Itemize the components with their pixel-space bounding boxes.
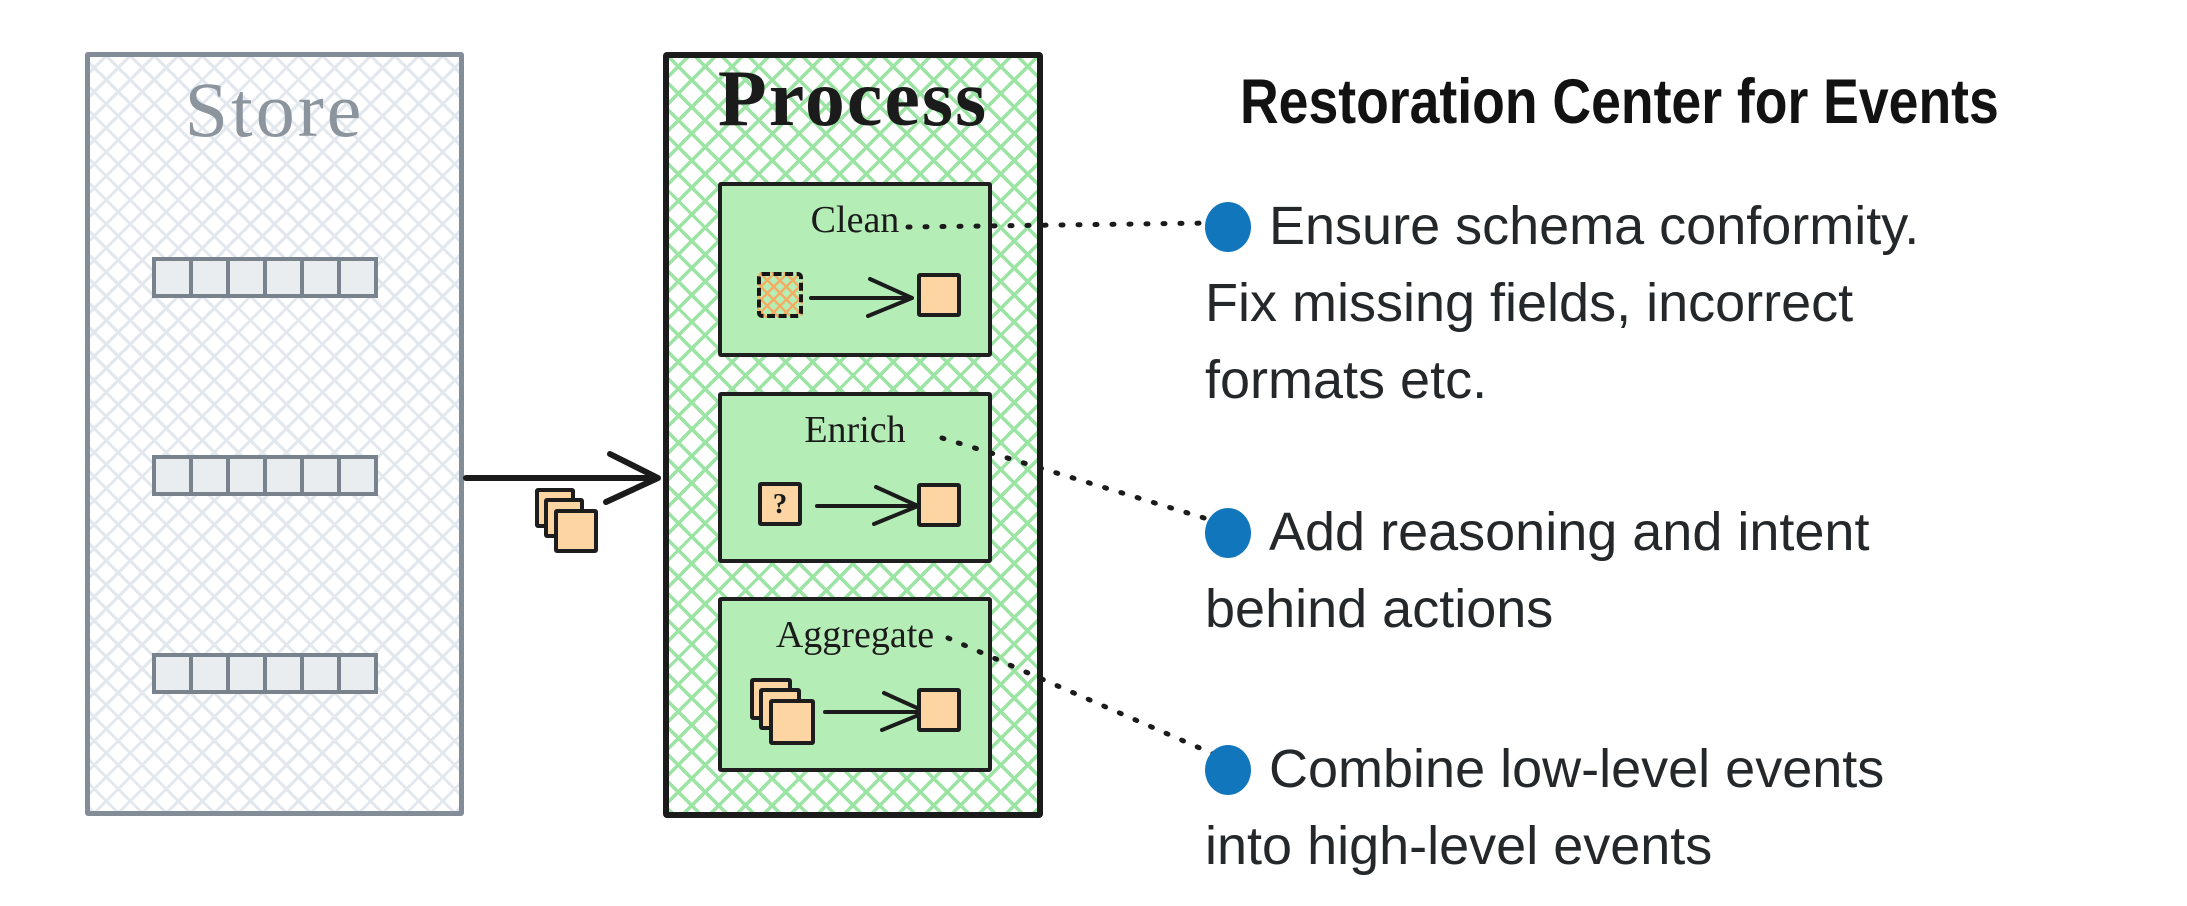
dirty-event-square-icon xyxy=(757,272,803,318)
bullet-list: Ensure schema conformity. Fix missing fie… xyxy=(1205,0,2185,906)
arrow-right-icon xyxy=(809,277,914,318)
store-cell xyxy=(300,653,341,694)
bullet-line: Combine low-level events xyxy=(1205,731,1884,808)
panel-title: Restoration Center for Events xyxy=(1240,67,1999,137)
store-shelf-row xyxy=(152,455,378,496)
store-cell xyxy=(189,653,230,694)
store-cell xyxy=(337,455,378,496)
bullet-dot-icon xyxy=(1205,202,1251,252)
store-cell xyxy=(226,257,267,298)
store-cell xyxy=(300,455,341,496)
bullet-line: formats etc. xyxy=(1205,350,1488,410)
event-cards-stack-icon xyxy=(535,488,601,556)
bullet-dot-icon xyxy=(1205,745,1251,795)
store-title: Store xyxy=(184,66,365,153)
store-cell xyxy=(226,653,267,694)
store-cell xyxy=(189,455,230,496)
bullet-item: Add reasoning and intent behind actions xyxy=(1205,494,1869,648)
store-cell xyxy=(226,455,267,496)
store-cell xyxy=(337,257,378,298)
store-cell xyxy=(152,653,193,694)
store-cell xyxy=(263,653,304,694)
store-shelf-row xyxy=(152,257,378,298)
store-cell xyxy=(152,257,193,298)
event-cards-stack-icon xyxy=(750,678,820,748)
arrow-right-icon xyxy=(815,485,920,526)
store-cell xyxy=(152,455,193,496)
bullet-line: into high-level events xyxy=(1205,816,1713,876)
store-box: Store xyxy=(85,52,464,816)
store-cell xyxy=(189,257,230,298)
bullet-item: Combine low-level events into high-level … xyxy=(1205,731,1884,885)
aggregate-output-square-icon xyxy=(917,688,961,732)
bullet-line: behind actions xyxy=(1205,579,1554,639)
step-aggregate-box: Aggregate xyxy=(718,597,992,772)
step-enrich-label: Enrich xyxy=(804,409,906,451)
stack-card xyxy=(769,699,815,745)
store-cell xyxy=(337,653,378,694)
store-shelf-row xyxy=(152,653,378,694)
step-enrich-box: Enrich ? xyxy=(718,392,992,563)
bullet-line: Fix missing fields, incorrect xyxy=(1205,273,1854,333)
store-cell xyxy=(263,455,304,496)
bullet-item: Ensure schema conformity. Fix missing fie… xyxy=(1205,188,1919,419)
process-title: Process xyxy=(717,55,989,143)
stack-card xyxy=(554,509,598,553)
question-event-square-icon: ? xyxy=(758,482,802,526)
step-clean-label: Clean xyxy=(810,199,900,241)
bullet-line: Add reasoning and intent xyxy=(1205,494,1869,571)
clean-output-square-icon xyxy=(917,273,961,317)
step-aggregate-label: Aggregate xyxy=(775,614,935,656)
store-cell xyxy=(300,257,341,298)
store-cell xyxy=(263,257,304,298)
store-shelves xyxy=(152,57,402,811)
enrich-output-square-icon xyxy=(917,483,961,527)
bullet-line: Ensure schema conformity. xyxy=(1205,188,1919,265)
process-box: Process Clean Enrich ? Aggregate xyxy=(663,52,1043,818)
step-clean-box: Clean xyxy=(718,182,992,357)
bullet-dot-icon xyxy=(1205,508,1251,558)
